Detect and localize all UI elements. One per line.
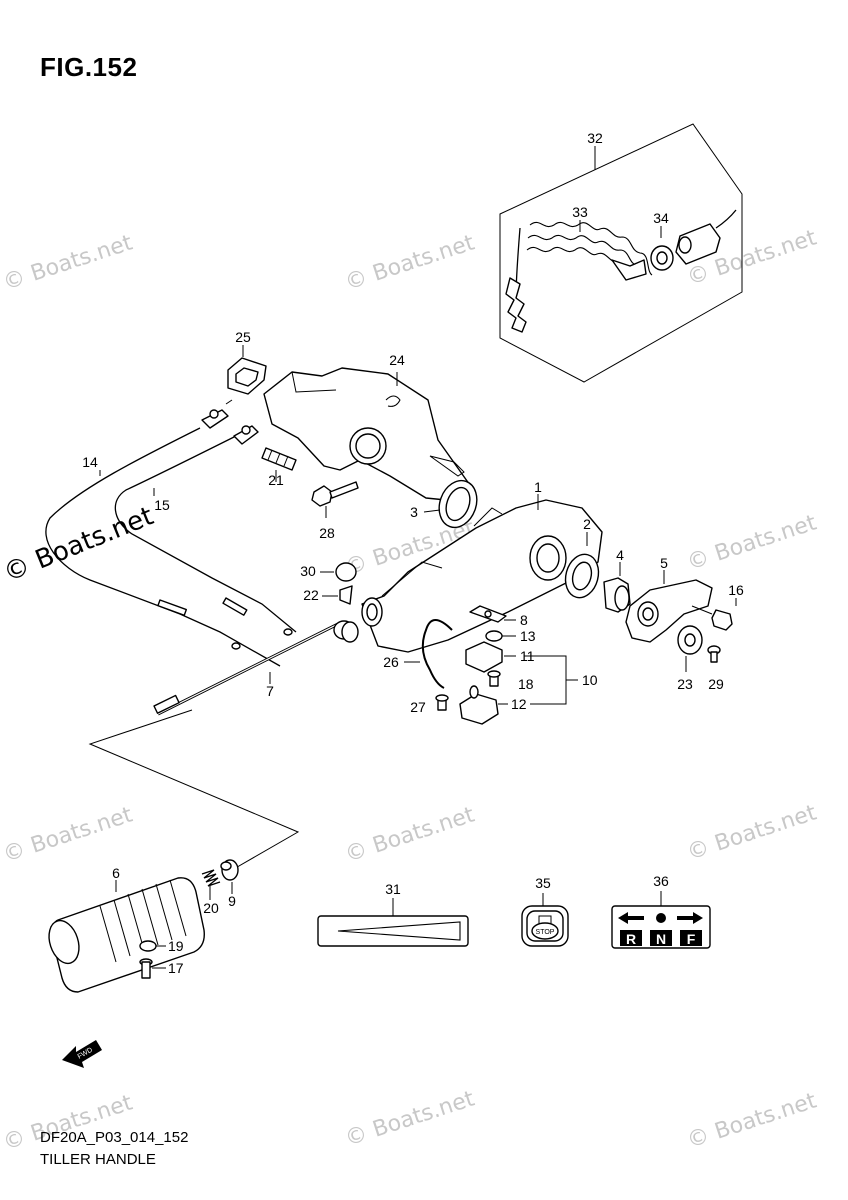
part-num-13: 13 [520,628,536,644]
part-num-9: 9 [228,893,236,909]
stop-label: STOP [536,929,555,936]
shift-n-label: N [656,931,666,947]
part-16-bolt[interactable] [691,598,737,631]
part-31-decal[interactable] [317,898,469,947]
part-17-screw[interactable] [139,958,166,979]
watermark: © Boats.net [342,802,478,867]
part-9-cap[interactable] [220,859,239,894]
part-18-screw[interactable] [487,670,501,687]
part-34-stop-switch[interactable] [650,209,737,271]
part-14-throttle-cable[interactable] [45,399,281,667]
watermark: © Boats.net [684,1088,820,1153]
watermark: © Boats.net [684,510,820,575]
part-num-33: 33 [572,204,588,220]
part-num-29: 29 [708,676,724,692]
part-num-14: 14 [82,454,98,470]
shift-f-label: F [687,931,696,947]
part-11-block[interactable] [465,641,516,673]
part-33-lanyard-cord[interactable] [505,220,653,333]
part-num-27: 27 [410,699,426,715]
part-27-screw[interactable] [435,694,449,711]
part-num-18: 18 [518,676,534,692]
shift-r-label: R [626,931,636,947]
part-15-shift-cable[interactable] [114,425,297,636]
part-num-17: 17 [168,960,184,976]
part-num-25: 25 [235,329,251,345]
part-num-35: 35 [535,875,551,891]
part-4-bushing[interactable] [603,562,631,613]
part-13-washer[interactable] [485,630,516,642]
part-6-throttle-grip[interactable] [44,877,205,993]
part-25-grommet[interactable] [227,345,267,395]
part-num-12: 12 [511,696,527,712]
part-num-34: 34 [653,210,669,226]
part-3-ring[interactable] [423,475,483,532]
part-20-spring[interactable] [201,869,221,900]
part-num-19: 19 [168,938,184,954]
part-num-15: 15 [154,497,170,513]
part-num-32: 32 [587,130,603,146]
part-32-kit-box[interactable] [499,123,743,383]
watermark: © Boats.net [0,802,136,867]
fwd-arrow-icon: FWD [62,1040,102,1068]
part-1-tiller-arm[interactable] [361,494,603,653]
part-num-4: 4 [616,547,624,563]
part-num-6: 6 [112,865,120,881]
part-35-stop-decal[interactable]: STOP [521,893,569,947]
part-22-clip[interactable] [322,585,353,605]
part-num-24: 24 [389,352,405,368]
part-num-7: 7 [266,683,274,699]
figure-title: FIG.152 [40,52,138,82]
watermark: © Boats.net [342,230,478,295]
part-19-washer[interactable] [139,940,166,952]
part-num-28: 28 [319,525,335,541]
part-2-ring[interactable] [561,532,603,601]
watermark: © Boats.net [342,1086,478,1151]
part-num-21: 21 [268,472,284,488]
leader-lines [88,709,300,871]
part-29-screw[interactable] [707,645,721,663]
part-26-wire-clip[interactable] [404,619,453,689]
part-num-8: 8 [520,612,528,628]
part-12-base[interactable] [459,685,508,725]
part-num-26: 26 [383,654,399,670]
part-num-2: 2 [583,516,591,532]
part-num-30: 30 [300,563,316,579]
part-num-11: 11 [520,648,535,664]
part-5-shift-lever[interactable] [625,570,713,643]
part-30-cap[interactable] [320,562,357,582]
part-36-shift-decal[interactable]: R N F [611,891,711,949]
part-num-31: 31 [385,881,401,897]
part-num-1: 1 [534,479,542,495]
watermark: © Boats.net [684,800,820,865]
part-num-20: 20 [203,900,219,916]
part-num-36: 36 [653,873,669,889]
watermarks: © Boats.net © Boats.net © Boats.net © Bo… [0,225,820,1155]
part-num-23: 23 [677,676,693,692]
diagram-code: DF20A_P03_014_152 [40,1129,189,1146]
part-21-bushing[interactable] [261,447,297,482]
part-num-3: 3 [410,504,418,520]
part-num-5: 5 [660,555,668,571]
part-23-washer[interactable] [677,625,703,672]
part-num-22: 22 [303,587,319,603]
diagram-name: TILLER HANDLE [40,1151,156,1168]
bracket-10 [524,655,578,705]
part-28-bolt[interactable] [311,481,359,518]
watermark: © Boats.net [0,230,136,295]
part-num-16: 16 [728,582,744,598]
part-7-throttle-rod[interactable] [153,620,359,716]
part-number-labels: 1 2 3 4 5 6 7 8 9 10 11 12 13 14 15 16 1… [82,130,744,976]
part-num-10: 10 [582,672,598,688]
part-8-plate[interactable] [469,605,516,623]
part-24-handle-cover[interactable] [263,367,473,503]
